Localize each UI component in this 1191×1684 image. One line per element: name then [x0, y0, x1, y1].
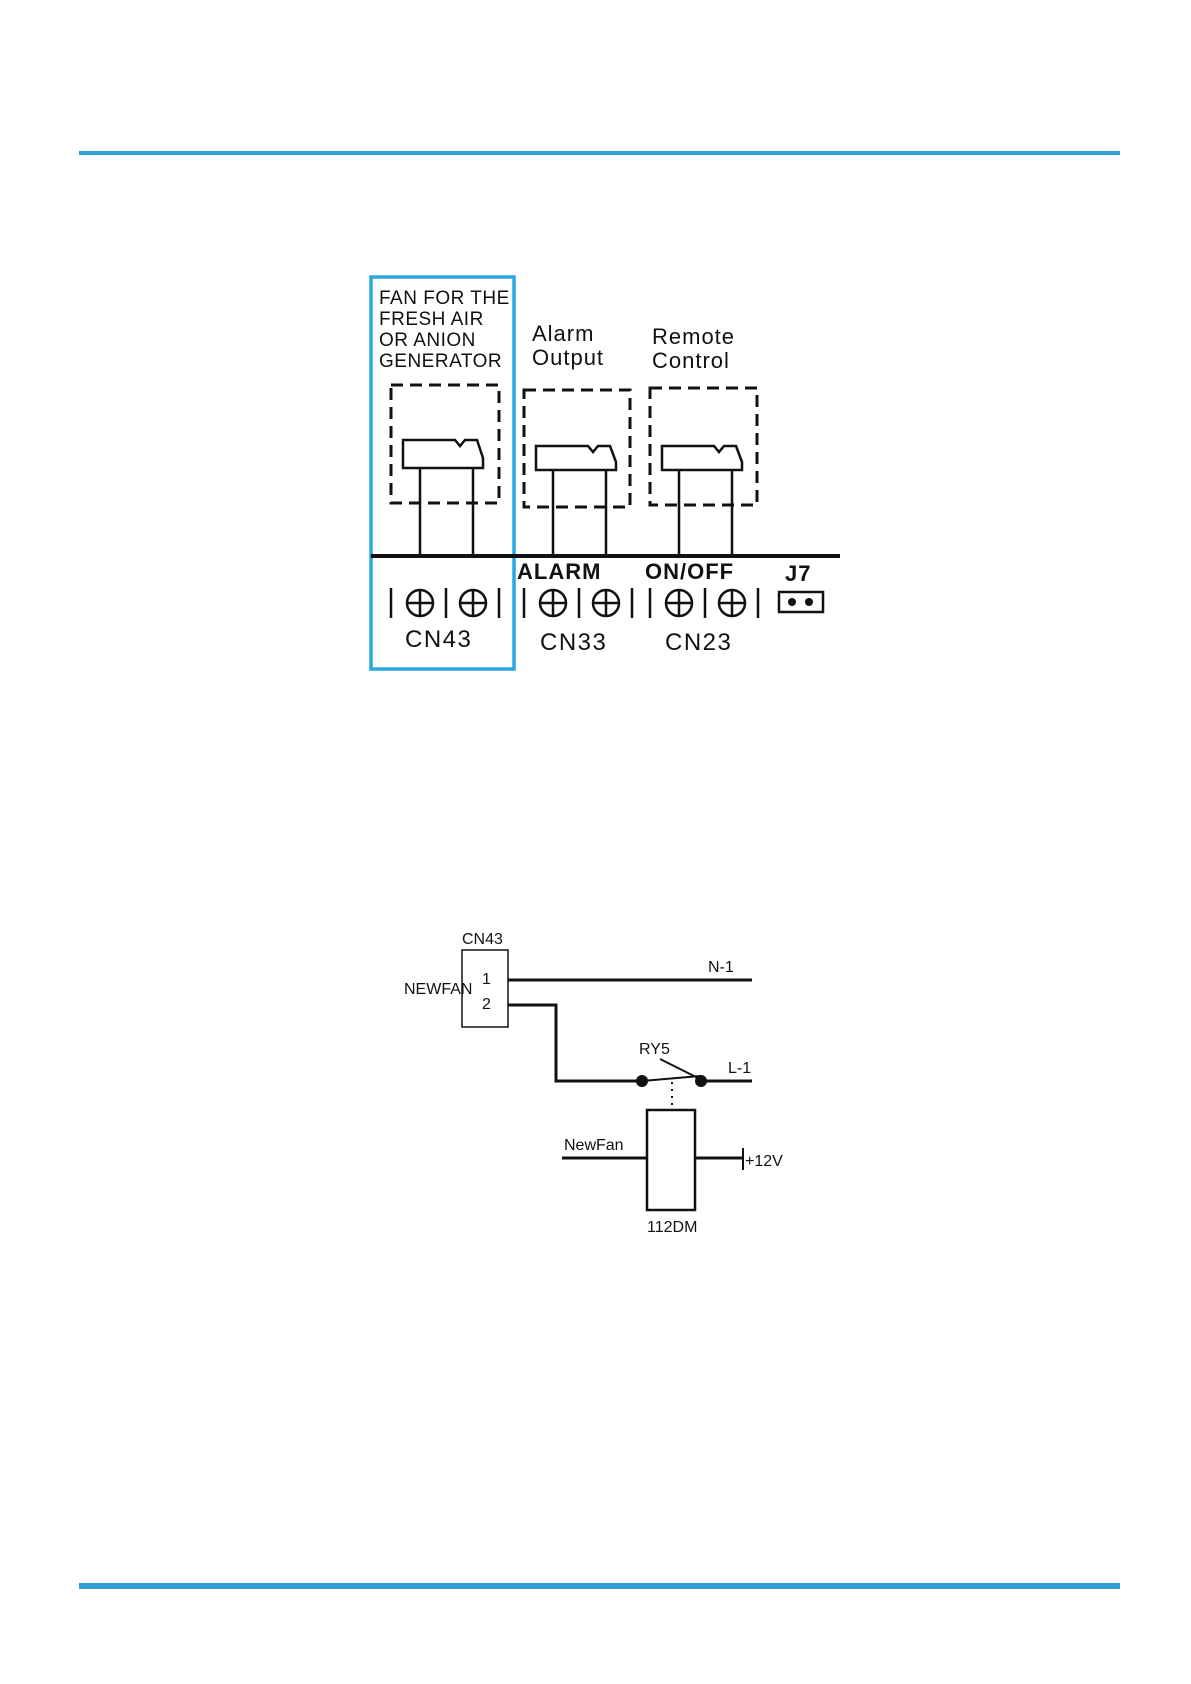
newfan-schematic: CN43 NEWFAN 1 2 N-1 RY5 L-1 NewFan +12V …: [390, 920, 810, 1250]
fan-label-line-2: FRESH AIR: [379, 309, 484, 330]
schematic-pin-1: 1: [482, 971, 491, 988]
relay-switch-blade: [660, 1059, 700, 1079]
schematic-pin-2: 2: [482, 996, 491, 1013]
fan-label-line-4: GENERATOR: [379, 351, 502, 372]
relay-box-cn33: [524, 390, 630, 556]
relay-switch-arm: [642, 1076, 700, 1081]
cn23-screw-terminals: [650, 588, 758, 618]
connector-name-cn23: CN23: [665, 629, 732, 656]
onoff-terminal-label: ON/OFF: [645, 559, 734, 584]
cn43-screw-terminals: [391, 588, 499, 618]
relay-coil: [647, 1110, 695, 1210]
footer-rule: [79, 1583, 1120, 1589]
alarm-label-line-1: Alarm: [532, 321, 594, 346]
relay-part-label: 112DM: [647, 1219, 697, 1236]
coil-input-label: NewFan: [564, 1137, 624, 1154]
j7-jumper: [779, 592, 823, 612]
relay-box-cn43: [391, 385, 499, 556]
remote-label-line-1: Remote: [652, 324, 735, 349]
relay-name: RY5: [639, 1041, 670, 1058]
terminal-block-diagram: FAN FOR THE FRESH AIR OR ANION GENERATOR…: [360, 270, 850, 680]
alarm-terminal-label: ALARM: [517, 559, 601, 584]
live-label: L-1: [728, 1060, 751, 1077]
remote-label-line-2: Control: [652, 348, 730, 373]
schematic-connector-name: CN43: [462, 931, 503, 948]
fan-label-line-3: OR ANION: [379, 330, 476, 351]
neutral-label: N-1: [708, 959, 734, 976]
alarm-label-line-2: Output: [532, 345, 604, 370]
connector-name-cn43: CN43: [405, 626, 472, 653]
schematic-signal-name: NEWFAN: [404, 981, 472, 998]
header-rule: [79, 151, 1120, 155]
connector-name-cn33: CN33: [540, 629, 607, 656]
fan-label-line-1: FAN FOR THE: [379, 288, 510, 309]
cn33-screw-terminals: [524, 588, 632, 618]
j7-label: J7: [785, 561, 811, 586]
live-wire-to-relay: [508, 1005, 642, 1081]
supply-label: +12V: [745, 1153, 783, 1170]
relay-box-cn23: [650, 388, 757, 556]
